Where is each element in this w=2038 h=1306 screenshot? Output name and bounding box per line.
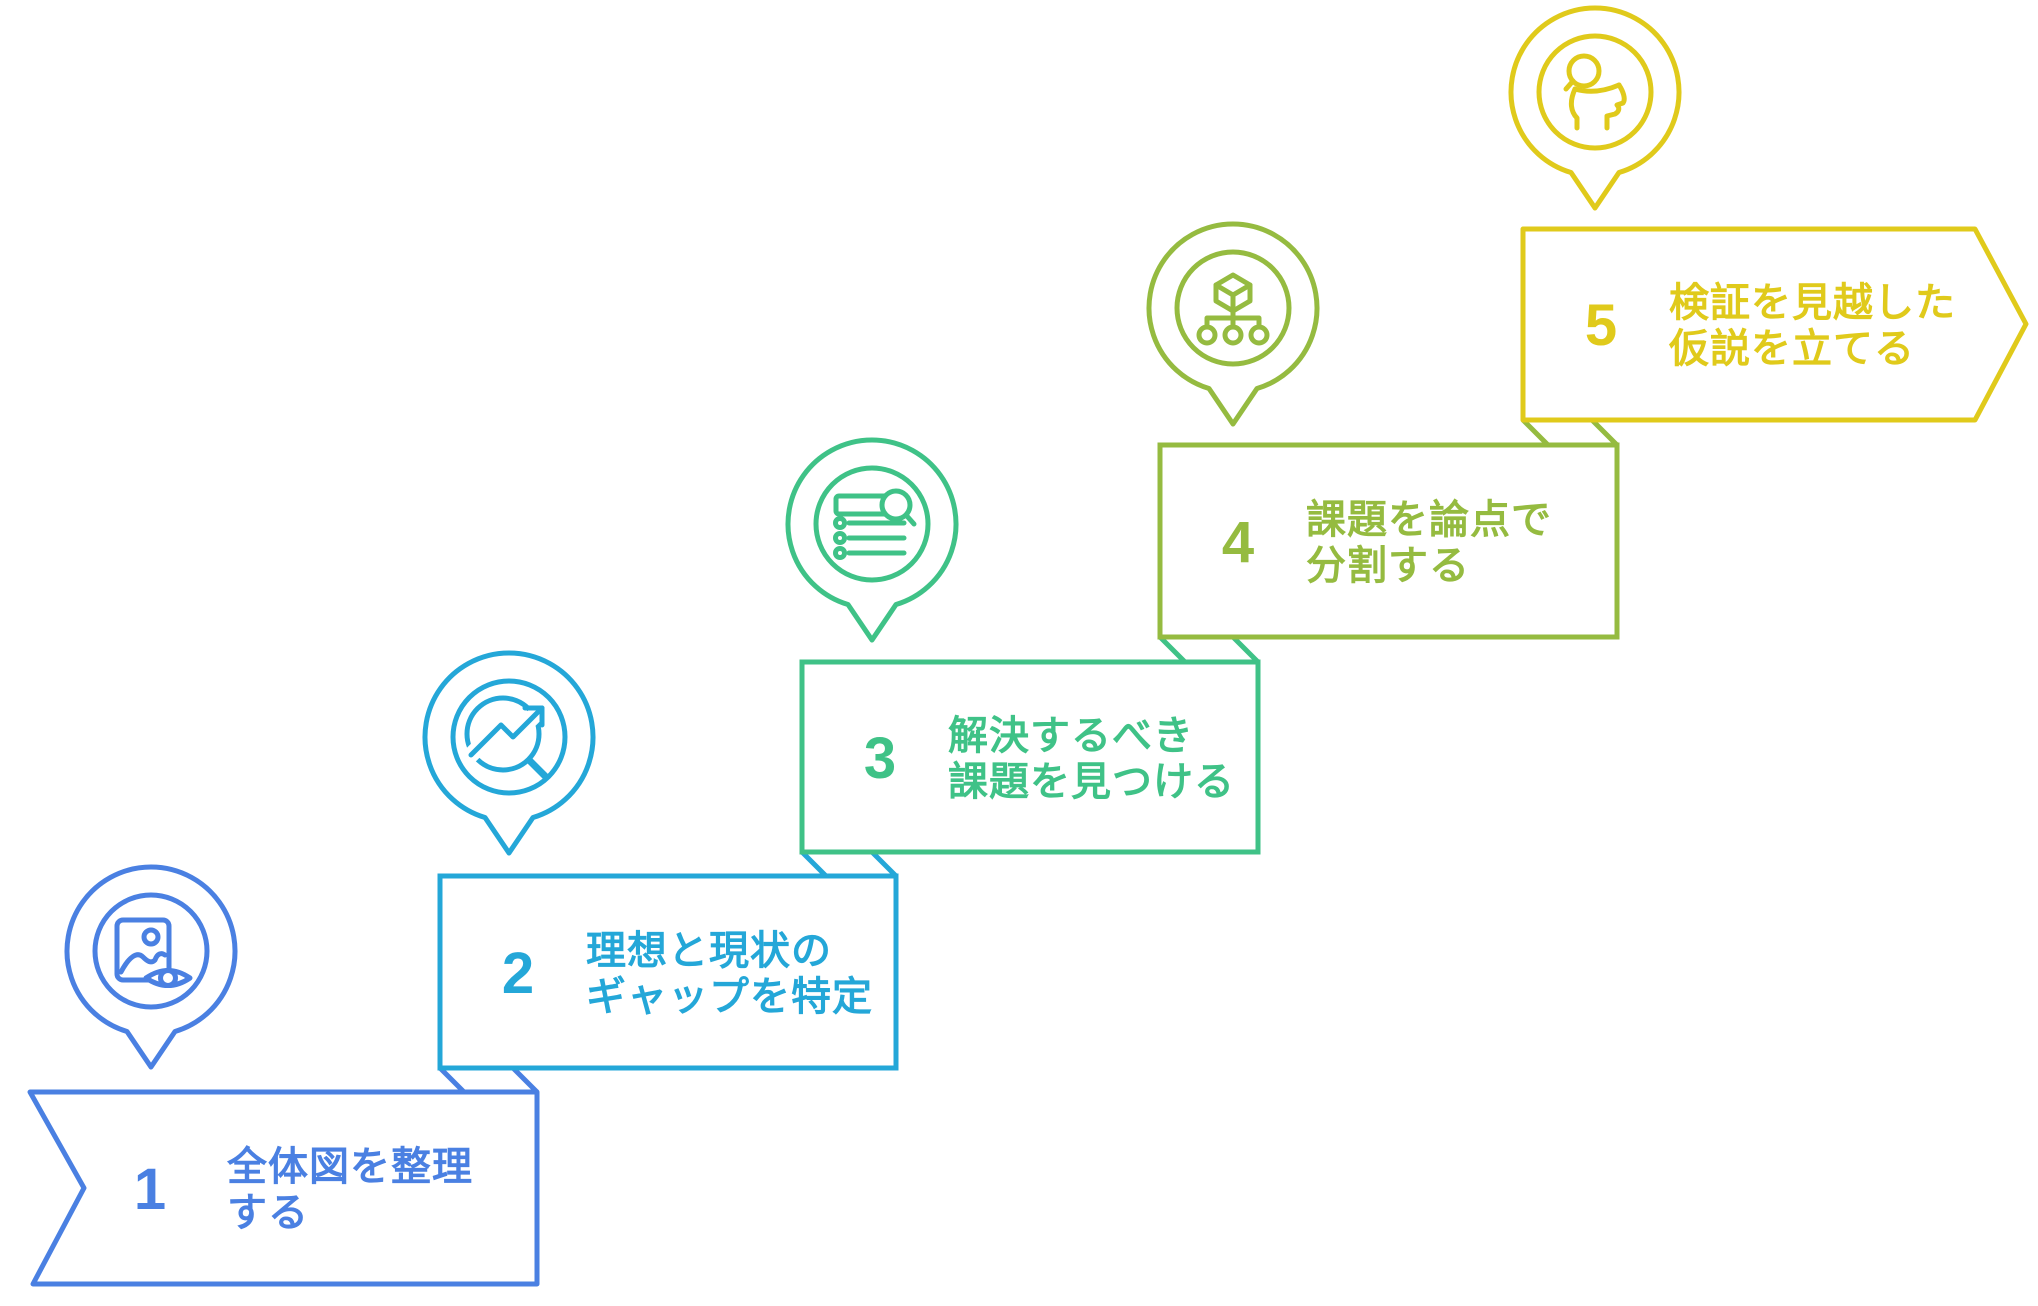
balloon-ring [450,678,568,796]
step-4-number: 4 [1222,510,1254,575]
step-5-box [1520,226,2029,423]
balloon-ring [1174,249,1292,367]
step-2-title-line1: 理想と現状の [586,929,832,973]
cube-hierarchy-icon [1196,272,1270,346]
step-2-group: 2 理想と現状の ギャップを特定 [422,650,899,1071]
step-3-box [799,659,1261,855]
step-5-title-line2: 仮説を立てる [1668,327,1915,371]
step-2-badge [422,650,596,856]
list-search-icon [833,488,917,560]
step-1-box [27,1089,540,1287]
step-1-fold [438,1066,539,1094]
step-5-group: 5 検証を見越した 仮説を立てる [1508,5,2029,423]
step-3-title-line2: 課題を見つける [948,760,1235,804]
step-3-fold [1158,635,1260,664]
step-2-number: 2 [502,941,534,1006]
step-4-box [1157,442,1620,640]
step-1-group: 1 全体図を整理 する [27,864,540,1287]
step-4-group: 4 課題を論点で 分割する [1146,221,1620,640]
step-4-fold [1521,418,1619,447]
head-magnifier-icon [1563,53,1627,131]
step-5-badge [1508,5,1682,211]
balloon-ring [813,465,931,583]
step-3-group: 3 解決するべき 課題を見つける [785,437,1261,855]
step-4-title-line1: 課題を論点で [1306,498,1552,542]
step-2-title-line2: ギャップを特定 [586,975,873,1019]
step-4-badge [1146,221,1320,427]
step-1-number: 1 [134,1157,166,1222]
image-preview-icon [114,917,193,988]
step-1-badge [64,864,238,1070]
trend-search-icon [463,695,550,780]
step-1-title-line1: 全体図を整理 [226,1144,473,1189]
step-4-title-line2: 分割する [1306,544,1470,588]
balloon-ring [1536,33,1654,151]
balloon-ring [92,892,210,1010]
step-5-title-line1: 検証を見越した [1669,281,1956,325]
step-1-title-line2: する [227,1191,309,1235]
step-3-number: 3 [864,726,896,791]
step-3-badge [785,437,959,643]
step-2-box [437,873,899,1071]
step-2-fold [800,850,898,878]
step-5-number: 5 [1585,293,1617,358]
step-3-title-line1: 解決するべき [948,714,1194,758]
